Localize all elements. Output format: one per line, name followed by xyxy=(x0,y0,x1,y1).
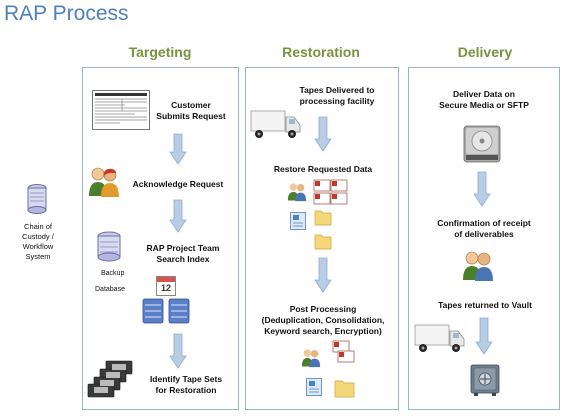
flow-arrow xyxy=(314,257,332,293)
form-document-icon xyxy=(92,90,150,130)
step-line: Keyword search, Encryption) xyxy=(264,326,382,336)
step-search-index: RAP Project Team Search Index xyxy=(136,243,230,265)
step-line: Search Index xyxy=(156,254,210,264)
side-label-line: Custody / xyxy=(22,232,54,241)
step-identify-tapes: Identify Tape Sets for Restoration xyxy=(136,374,236,396)
step-acknowledge: Acknowledge Request xyxy=(132,179,224,189)
truck-icon xyxy=(250,110,301,138)
flow-arrow xyxy=(475,317,493,355)
vault-icon xyxy=(470,364,500,396)
flow-arrow xyxy=(169,199,187,233)
step-restore-data: Restore Requested Data xyxy=(273,164,373,174)
step-line: Tapes Delivered to xyxy=(299,85,375,95)
calendar-day: 12 xyxy=(160,283,171,293)
step-line: Confirmation of receipt xyxy=(437,218,531,228)
step-line: RAP Project Team xyxy=(146,243,220,253)
scroll-database-icon xyxy=(27,184,47,214)
hard-drive-icon xyxy=(463,125,501,163)
step-line: Post Processing xyxy=(289,304,357,314)
step-customer-submits: Customer Submits Request xyxy=(156,100,226,122)
tape-icon xyxy=(87,360,133,398)
step-line: Customer xyxy=(171,100,211,110)
people-icon xyxy=(463,251,493,281)
panel-delivery xyxy=(408,67,560,410)
step-tapes-delivered: Tapes Delivered to processing facility xyxy=(292,85,382,107)
truck-icon xyxy=(414,324,465,352)
folder-icon xyxy=(334,380,355,398)
flow-arrow xyxy=(314,116,332,152)
side-label-line: Chain of xyxy=(24,222,52,231)
people-icon xyxy=(287,183,307,202)
flow-arrow xyxy=(169,133,187,165)
envelope-icon xyxy=(332,340,355,363)
step-post-processing: Post Processing (Deduplication, Consolid… xyxy=(250,304,396,337)
people-icon xyxy=(89,167,119,197)
step-line: for Restoration xyxy=(155,385,217,395)
flow-arrow xyxy=(169,333,187,369)
calendar-header xyxy=(157,277,175,282)
people-icon xyxy=(301,349,321,368)
envelope-icon xyxy=(313,179,348,205)
backup-label: Backup xyxy=(101,270,125,277)
flow-arrow xyxy=(473,171,491,207)
side-label-line: System xyxy=(25,252,51,261)
step-line: Secure Media or SFTP xyxy=(439,100,529,110)
step-line: of deliverables xyxy=(454,229,514,239)
heading-restoration: Restoration xyxy=(282,44,360,60)
folder-icon xyxy=(314,210,332,250)
page-title: RAP Process xyxy=(4,2,129,25)
database-icon xyxy=(97,231,121,262)
side-label-line: Workflow xyxy=(22,242,54,251)
heading-targeting: Targeting xyxy=(128,44,192,60)
step-deliver-data: Deliver Data on Secure Media or SFTP xyxy=(424,89,544,111)
step-line: Submits Request xyxy=(156,111,226,121)
step-line: Deliver Data on xyxy=(453,89,515,99)
document-icon xyxy=(306,378,322,396)
step-line: (Deduplication, Consolidation, xyxy=(261,315,385,325)
heading-delivery: Delivery xyxy=(457,44,513,60)
step-line: processing facility xyxy=(299,96,375,106)
step-line: Identify Tape Sets xyxy=(149,374,223,384)
step-confirmation: Confirmation of receipt of deliverables xyxy=(422,218,546,240)
server-icon xyxy=(142,298,190,324)
side-label: Chain of Custody / Workflow System xyxy=(18,222,58,262)
document-icon xyxy=(290,212,306,230)
calendar-icon: 12 xyxy=(156,276,176,296)
database-label: Database xyxy=(95,286,125,293)
step-tapes-returned: Tapes returned to Vault xyxy=(438,300,532,310)
